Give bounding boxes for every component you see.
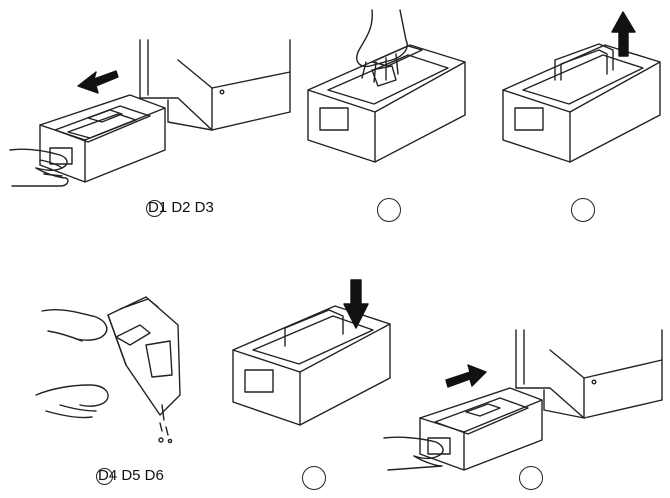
panel-empty-water: [30, 285, 220, 450]
step-circle-5: [302, 466, 326, 490]
water-tank: [233, 306, 390, 425]
step-label-row2-text: D4 D5 D6: [98, 467, 164, 484]
water-tank: [108, 297, 180, 415]
step-circle-3: [571, 198, 595, 222]
step-circle-2: [377, 198, 401, 222]
panel-lift-handle: [300, 0, 480, 200]
arrow-up-icon: [612, 12, 635, 56]
hand-icon: [10, 149, 68, 186]
panel-lift-up: [495, 0, 670, 200]
step-circle-6: [519, 466, 543, 490]
step-label-row1-text: D1 D2 D3: [148, 199, 214, 216]
dehumidifier-unit: [140, 40, 290, 130]
panel-push-in-tank: [380, 320, 670, 475]
arrow-left-icon: [78, 71, 118, 93]
water-tank: [420, 388, 542, 470]
dehumidifier-unit: [516, 330, 662, 418]
arrow-right-icon: [446, 365, 486, 387]
panel-pull-out-tank: [0, 0, 300, 200]
hand-icon: [36, 310, 108, 418]
panel-insert-handle: [225, 270, 400, 445]
water-tank: [503, 44, 660, 162]
